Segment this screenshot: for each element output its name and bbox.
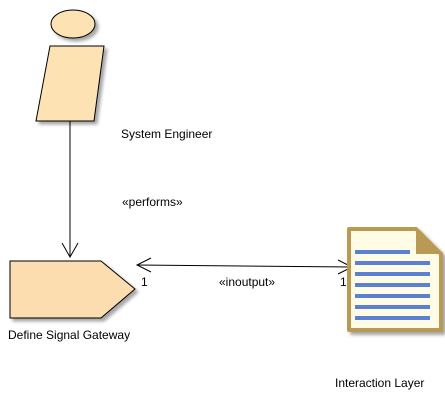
- artifact-interaction-layer-icon[interactable]: [347, 227, 443, 332]
- inoutput-arrowhead-source: [135, 257, 152, 273]
- performs-connector[interactable]: [61, 121, 79, 259]
- inoutput-connector[interactable]: [135, 257, 354, 275]
- artifact-page: [347, 227, 443, 332]
- role-body: [35, 45, 105, 122]
- artifact-label: Interaction Layer: [335, 376, 425, 390]
- role-label: System Engineer: [121, 127, 213, 141]
- performs-stereotype-label: «performs»: [122, 195, 183, 209]
- target-multiplicity-label: 1: [340, 275, 347, 289]
- performs-arrowhead: [61, 242, 79, 259]
- role-system-engineer-icon[interactable]: [35, 9, 105, 122]
- task-label: Define Signal Gateway: [8, 328, 131, 342]
- inoutput-stereotype-label: «inoutput»: [219, 275, 276, 289]
- task-define-signal-gateway-icon[interactable]: [9, 260, 136, 319]
- source-multiplicity-label: 1: [141, 275, 148, 289]
- artifact-folded-corner: [416, 229, 441, 254]
- artifact-text-lines: [355, 250, 430, 320]
- role-head: [50, 9, 96, 39]
